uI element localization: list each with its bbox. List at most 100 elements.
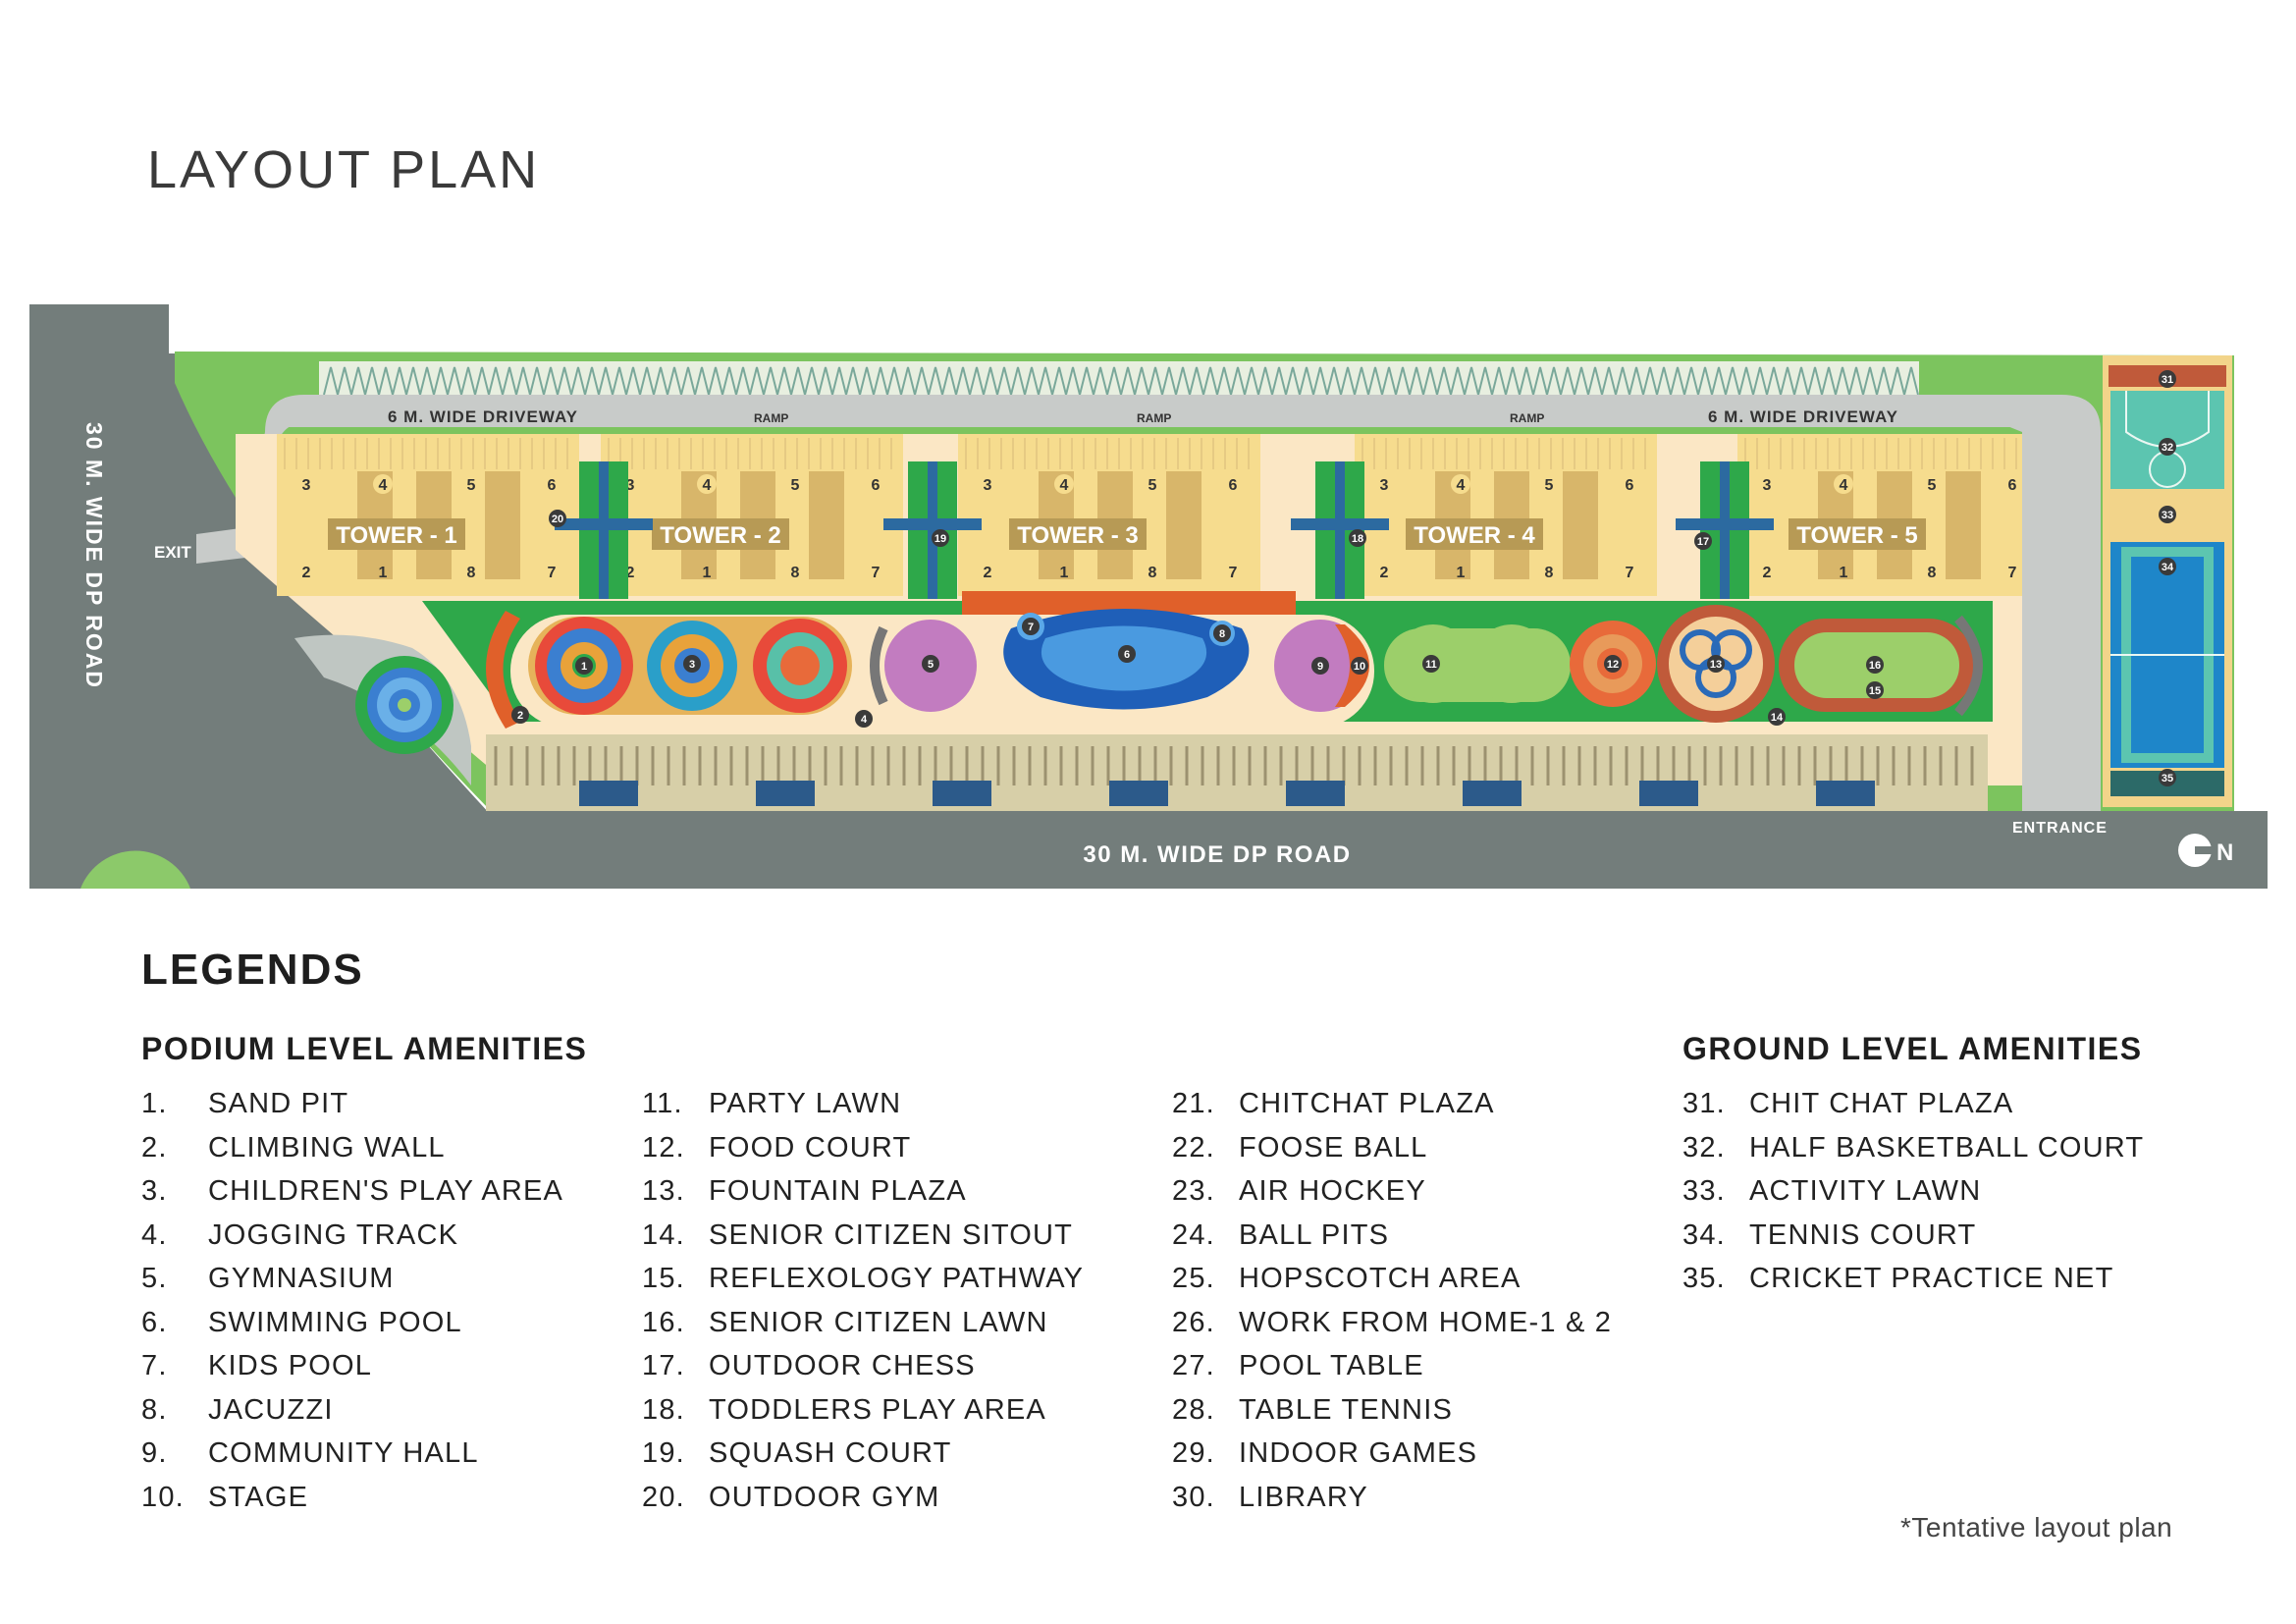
legend-label: SENIOR CITIZEN LAWN [709,1306,1048,1338]
unit-number: 1 [1060,565,1069,581]
legend-number: 31. [1682,1088,1726,1119]
legend-item: 14. SENIOR CITIZEN SITOUT [642,1219,1084,1264]
unit-number: 5 [1148,477,1157,494]
legend-number: 30. [1172,1481,1215,1513]
north-arrow: N [2178,834,2233,867]
unit-number: 5 [791,477,800,494]
legend-label: CHIT CHAT PLAZA [1749,1088,2014,1119]
unit-number: 7 [548,565,557,581]
legend-label: COMMUNITY HALL [208,1437,479,1469]
south-road-label: 30 M. WIDE DP ROAD [1083,841,1351,868]
marker-label: 31 [2162,374,2173,386]
legend-number: 13. [642,1175,685,1207]
marker-dot [932,529,949,547]
north-label: N [2216,839,2233,866]
legend-label: INDOOR GAMES [1239,1437,1478,1469]
unit-number: 6 [1626,477,1634,494]
legend-label: CHITCHAT PLAZA [1239,1088,1495,1119]
legend-item: 6.SWIMMING POOL [141,1307,563,1351]
marker-label: 7 [1028,622,1034,633]
legend-number: 29. [1172,1437,1215,1469]
tower-label: TOWER - 2 [660,522,781,549]
tower-label-bg [1406,518,1543,550]
unit-number: 6 [548,477,557,494]
legend-number: 21. [1172,1088,1215,1119]
tower-label: TOWER - 1 [336,522,457,549]
marker-label: 1 [581,661,587,673]
legend-number: 12. [642,1131,685,1164]
legend-number: 2. [141,1131,168,1164]
legend-label: CRICKET PRACTICE NET [1749,1263,2114,1294]
marker-label: 19 [934,533,946,545]
tower-label: TOWER - 3 [1017,522,1139,549]
unit-number: 3 [626,477,635,494]
legend-number: 3. [141,1175,168,1207]
legend-item: 8.JACUZZI [141,1394,563,1438]
legend-item: 5.GYMNASIUM [141,1263,563,1307]
legend-number: 16. [642,1306,685,1338]
unit-number: 3 [984,477,992,494]
legend-number: 14. [642,1218,685,1251]
legend-number: 15. [642,1263,685,1294]
unit-number: 5 [1545,477,1554,494]
legend-label: KIDS POOL [208,1350,373,1381]
legend-number: 17. [642,1350,685,1381]
marker-dot [1351,657,1368,675]
legend-item: 19.SQUASH COURT [642,1437,1084,1482]
legend-item: 31. CHIT CHAT PLAZA [1682,1088,2144,1132]
legend-label: LIBRARY [1239,1481,1368,1513]
marker-dot [1768,708,1786,726]
legend-number: 9. [141,1437,168,1469]
marker-label: 2 [517,710,523,722]
unit-number: 2 [1763,565,1772,581]
unit-number: 7 [872,565,881,581]
marker-label: 10 [1354,661,1365,673]
marker-label: 15 [1869,685,1881,697]
legend-number: 10. [141,1481,185,1513]
legend-label: REFLEXOLOGY PATHWAY [709,1263,1085,1294]
legend-number: 25. [1172,1263,1215,1294]
footnote: *Tentative layout plan [1900,1512,2173,1543]
tower-label-bg [652,518,789,550]
unit-number: 3 [1380,477,1389,494]
legend-item: 29. INDOOR GAMES [1172,1437,1612,1482]
legend-item: 12.FOOD COURT [642,1132,1084,1176]
legend-item: 3.CHILDREN'S PLAY AREA [141,1175,563,1219]
marker-label: 34 [2162,562,2174,573]
legend-number: 6. [141,1306,168,1338]
legend-item: 17. OUTDOOR CHESS [642,1350,1084,1394]
tower-label-bg [328,518,465,550]
legend-label: SAND PIT [208,1088,349,1119]
legend-label: JACUZZI [208,1393,334,1426]
legend-number: 34. [1682,1218,1726,1251]
legend-label: PARTY LAWN [709,1088,902,1119]
legend-label: BALL PITS [1239,1218,1390,1251]
marker-dot [1349,529,1366,547]
legend-item: 1.SAND PIT [141,1088,563,1132]
marker-label: 8 [1219,628,1225,640]
legend-item: 27.POOL TABLE [1172,1350,1612,1394]
unit-number: 8 [1928,565,1937,581]
legend-item: 34. TENNIS COURT [1682,1219,2144,1264]
unit-number: 6 [2008,477,2017,494]
marker-dot [2159,769,2176,786]
driveway-label-right: 6 M. WIDE DRIVEWAY [1708,407,1898,426]
south-road [29,811,2268,889]
marker-dot [683,655,701,673]
unit-number: 2 [626,565,635,581]
legend-number: 4. [141,1218,168,1251]
legend-item: 22.FOOSE BALL [1172,1132,1612,1176]
legend-item: 25.HOPSCOTCH AREA [1172,1263,1612,1307]
marker-dot [1866,681,1884,699]
legend-label: GYMNASIUM [208,1263,395,1294]
legend-label: TENNIS COURT [1749,1218,1977,1251]
marker-dot [1866,656,1884,674]
legend-label: ACTIVITY LAWN [1749,1175,1982,1207]
unit-number: 6 [872,477,881,494]
legend-label: SENIOR CITIZEN SITOUT [709,1218,1074,1251]
legend-number: 27. [1172,1350,1215,1381]
legend-label: OUTDOOR CHESS [709,1350,976,1381]
unit-number: 5 [467,477,476,494]
